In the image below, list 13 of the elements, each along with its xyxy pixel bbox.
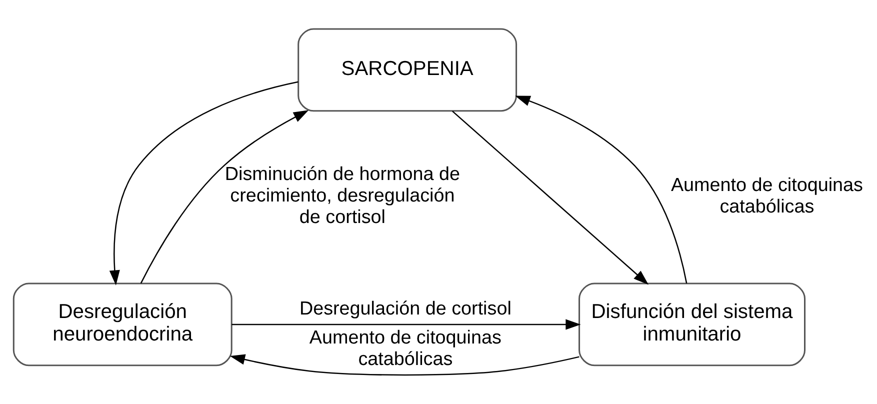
edge-label: Disminución de hormona de crecimiento, desregulación de cortisol [224, 164, 460, 228]
arrow [515, 96, 688, 284]
node-box: Disfunción del sistema inmunitario [578, 282, 806, 366]
edge-label: Aumento de citoquinas catabólicas [309, 327, 502, 370]
arrow [452, 110, 649, 285]
arrow [140, 110, 309, 284]
edge-label: Aumento de citoquinas catabólicas [670, 174, 863, 218]
arrow [232, 319, 581, 330]
arrow [230, 354, 580, 376]
node-box: SARCOPENIA [298, 28, 518, 112]
edge-label: Desregulación de cortisol [299, 298, 512, 320]
arrow [109, 81, 298, 286]
node-box: Desregulación neuroendocrina [12, 282, 232, 366]
